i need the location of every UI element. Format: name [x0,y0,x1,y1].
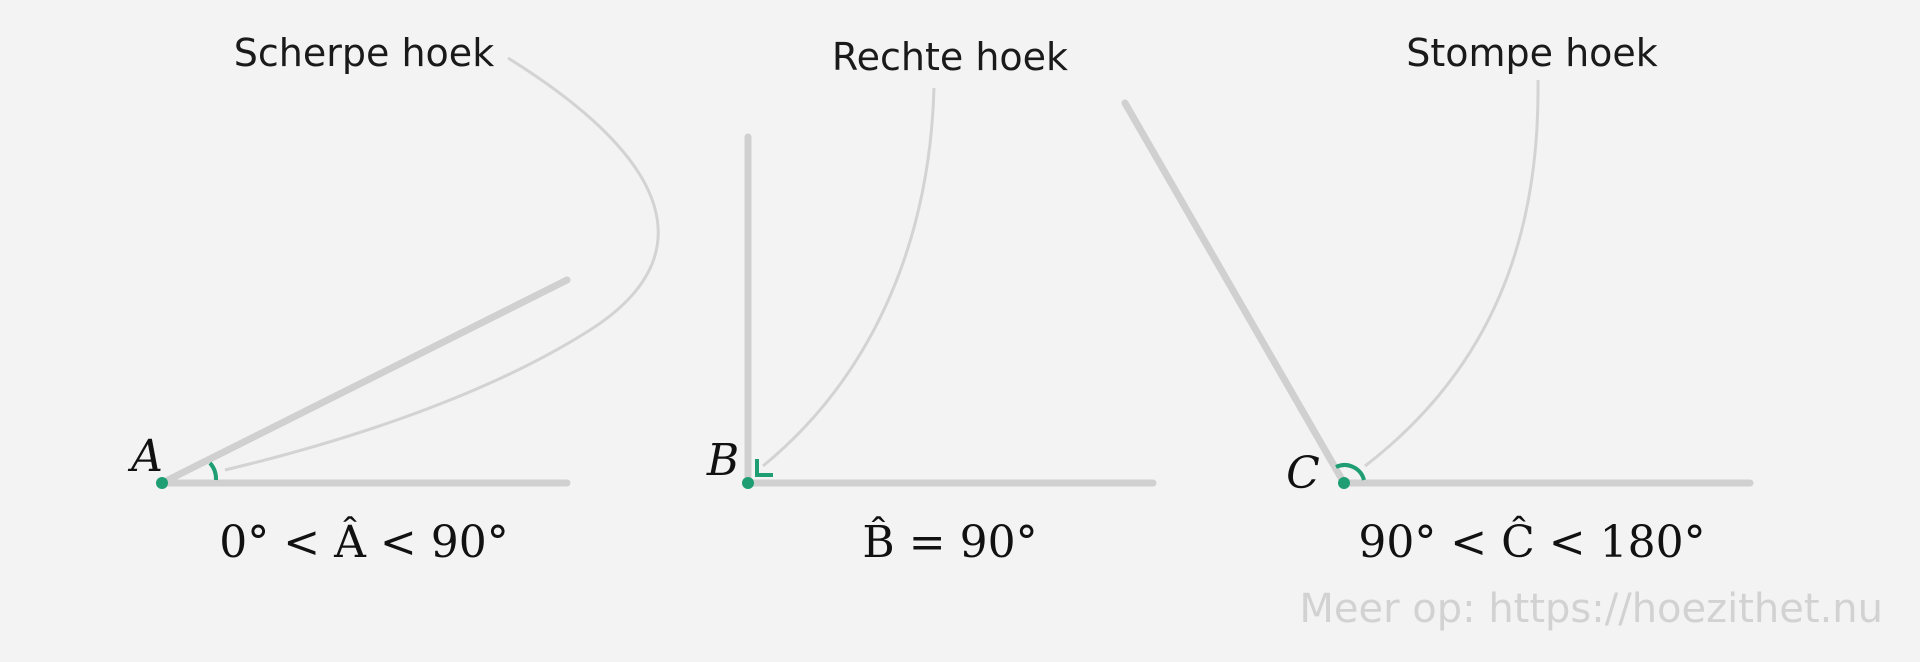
acute-angle-leader-line [224,56,660,472]
obtuse-angle-figure: Stompe hoek C 90° < Ĉ < 180° [1121,31,1754,568]
obtuse-angle-slanted-ray [1121,99,1348,487]
obtuse-angle-formula: 90° < Ĉ < 180° [1358,515,1705,568]
acute-angle-figure: Scherpe hoek A 0° < Â < 90° [127,31,660,568]
right-angle-figure: Rechte hoek B B̂ = 90° [706,35,1157,568]
vertex-point-b [742,477,754,489]
vertex-point-c [1338,477,1350,489]
vertex-label-b: B [706,435,739,486]
acute-angle-arc-mark [208,461,218,481]
right-angle-title: Rechte hoek [832,35,1068,79]
acute-angle-title: Scherpe hoek [234,31,494,75]
right-angle-square-mark [755,459,773,477]
vertex-label-a: A [127,431,163,482]
acute-angle-formula: 0° < Â < 90° [219,515,508,568]
obtuse-angle-arc-mark [1335,463,1366,481]
source-watermark: Meer op: https://hoezithet.nu [1299,586,1883,632]
vertex-label-c: C [1286,448,1320,499]
right-angle-formula: B̂ = 90° [862,515,1037,568]
acute-angle-slanted-ray [158,276,571,487]
right-angle-leader-line [762,87,936,468]
vertex-point-a [156,477,168,489]
obtuse-angle-leader-line [1364,79,1540,468]
obtuse-angle-title: Stompe hoek [1406,31,1658,75]
